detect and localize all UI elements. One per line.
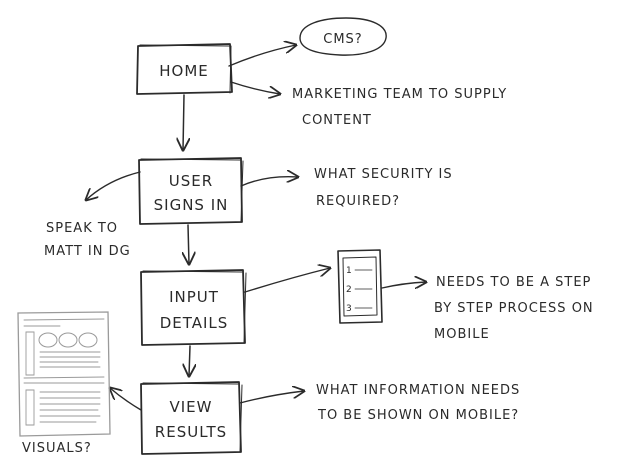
note-speak-line2: MATT IN DG	[44, 244, 131, 259]
node-input-details: INPUT DETAILS	[140, 269, 247, 346]
note-mobile-info: WHAT INFORMATION NEEDS TO BE SHOWN ON MO…	[316, 383, 520, 423]
node-input-label-2: DETAILS	[160, 314, 229, 332]
note-step-line2: BY STEP PROCESS ON	[434, 301, 594, 316]
note-mobile-step: NEEDS TO BE A STEP BY STEP PROCESS ON MO…	[434, 275, 594, 342]
node-input-label-1: INPUT	[169, 288, 219, 306]
phone-step-3: 3	[346, 304, 353, 314]
phone-step-1: 1	[346, 266, 353, 276]
arrow-input-to-view	[189, 345, 190, 376]
node-view-label-1: VIEW	[170, 398, 213, 416]
note-speak: SPEAK TO MATT IN DG	[44, 221, 131, 259]
arrow-phone-to-note	[381, 282, 426, 288]
arrow-user-to-input	[188, 224, 189, 264]
phone-sketch: 1 2 3	[337, 249, 383, 324]
note-marketing-line2: CONTENT	[302, 113, 372, 128]
node-user-label-1: USER	[169, 172, 213, 190]
arrow-home-to-cms	[228, 45, 296, 67]
node-home: HOME	[136, 43, 233, 95]
visuals-wireframe	[17, 311, 111, 437]
arrow-home-to-user	[183, 94, 184, 150]
node-view-results: VIEW RESULTS	[140, 381, 243, 455]
note-speak-line1: SPEAK TO	[46, 221, 118, 236]
arrow-view-to-visuals	[110, 388, 142, 411]
note-security: WHAT SECURITY IS REQUIRED?	[314, 167, 453, 209]
node-user-label-2: SIGNS IN	[154, 196, 229, 214]
node-view-label-2: RESULTS	[155, 423, 227, 441]
note-cms-text: CMS?	[323, 32, 362, 47]
note-info-line2: TO BE SHOWN ON MOBILE?	[317, 408, 519, 423]
node-user-signs-in: USER SIGNS IN	[138, 157, 244, 225]
arrow-input-to-phone	[244, 268, 330, 293]
arrow-home-to-marketing	[230, 81, 280, 94]
note-visuals: VISUALS?	[22, 441, 92, 456]
note-security-line2: REQUIRED?	[316, 194, 400, 209]
note-info-line1: WHAT INFORMATION NEEDS	[316, 383, 520, 398]
note-marketing: MARKETING TEAM TO SUPPLY CONTENT	[292, 87, 507, 128]
note-step-line3: MOBILE	[434, 327, 490, 342]
note-cms: CMS?	[299, 17, 387, 56]
arrow-user-to-security	[240, 177, 298, 187]
phone-step-2: 2	[346, 285, 353, 295]
arrow-view-to-mobile-note	[239, 391, 304, 404]
note-security-line1: WHAT SECURITY IS	[314, 167, 453, 182]
note-step-line1: NEEDS TO BE A STEP	[436, 275, 591, 290]
node-home-label: HOME	[159, 62, 209, 80]
note-marketing-line1: MARKETING TEAM TO SUPPLY	[292, 87, 507, 102]
arrow-user-to-speak	[86, 171, 141, 200]
